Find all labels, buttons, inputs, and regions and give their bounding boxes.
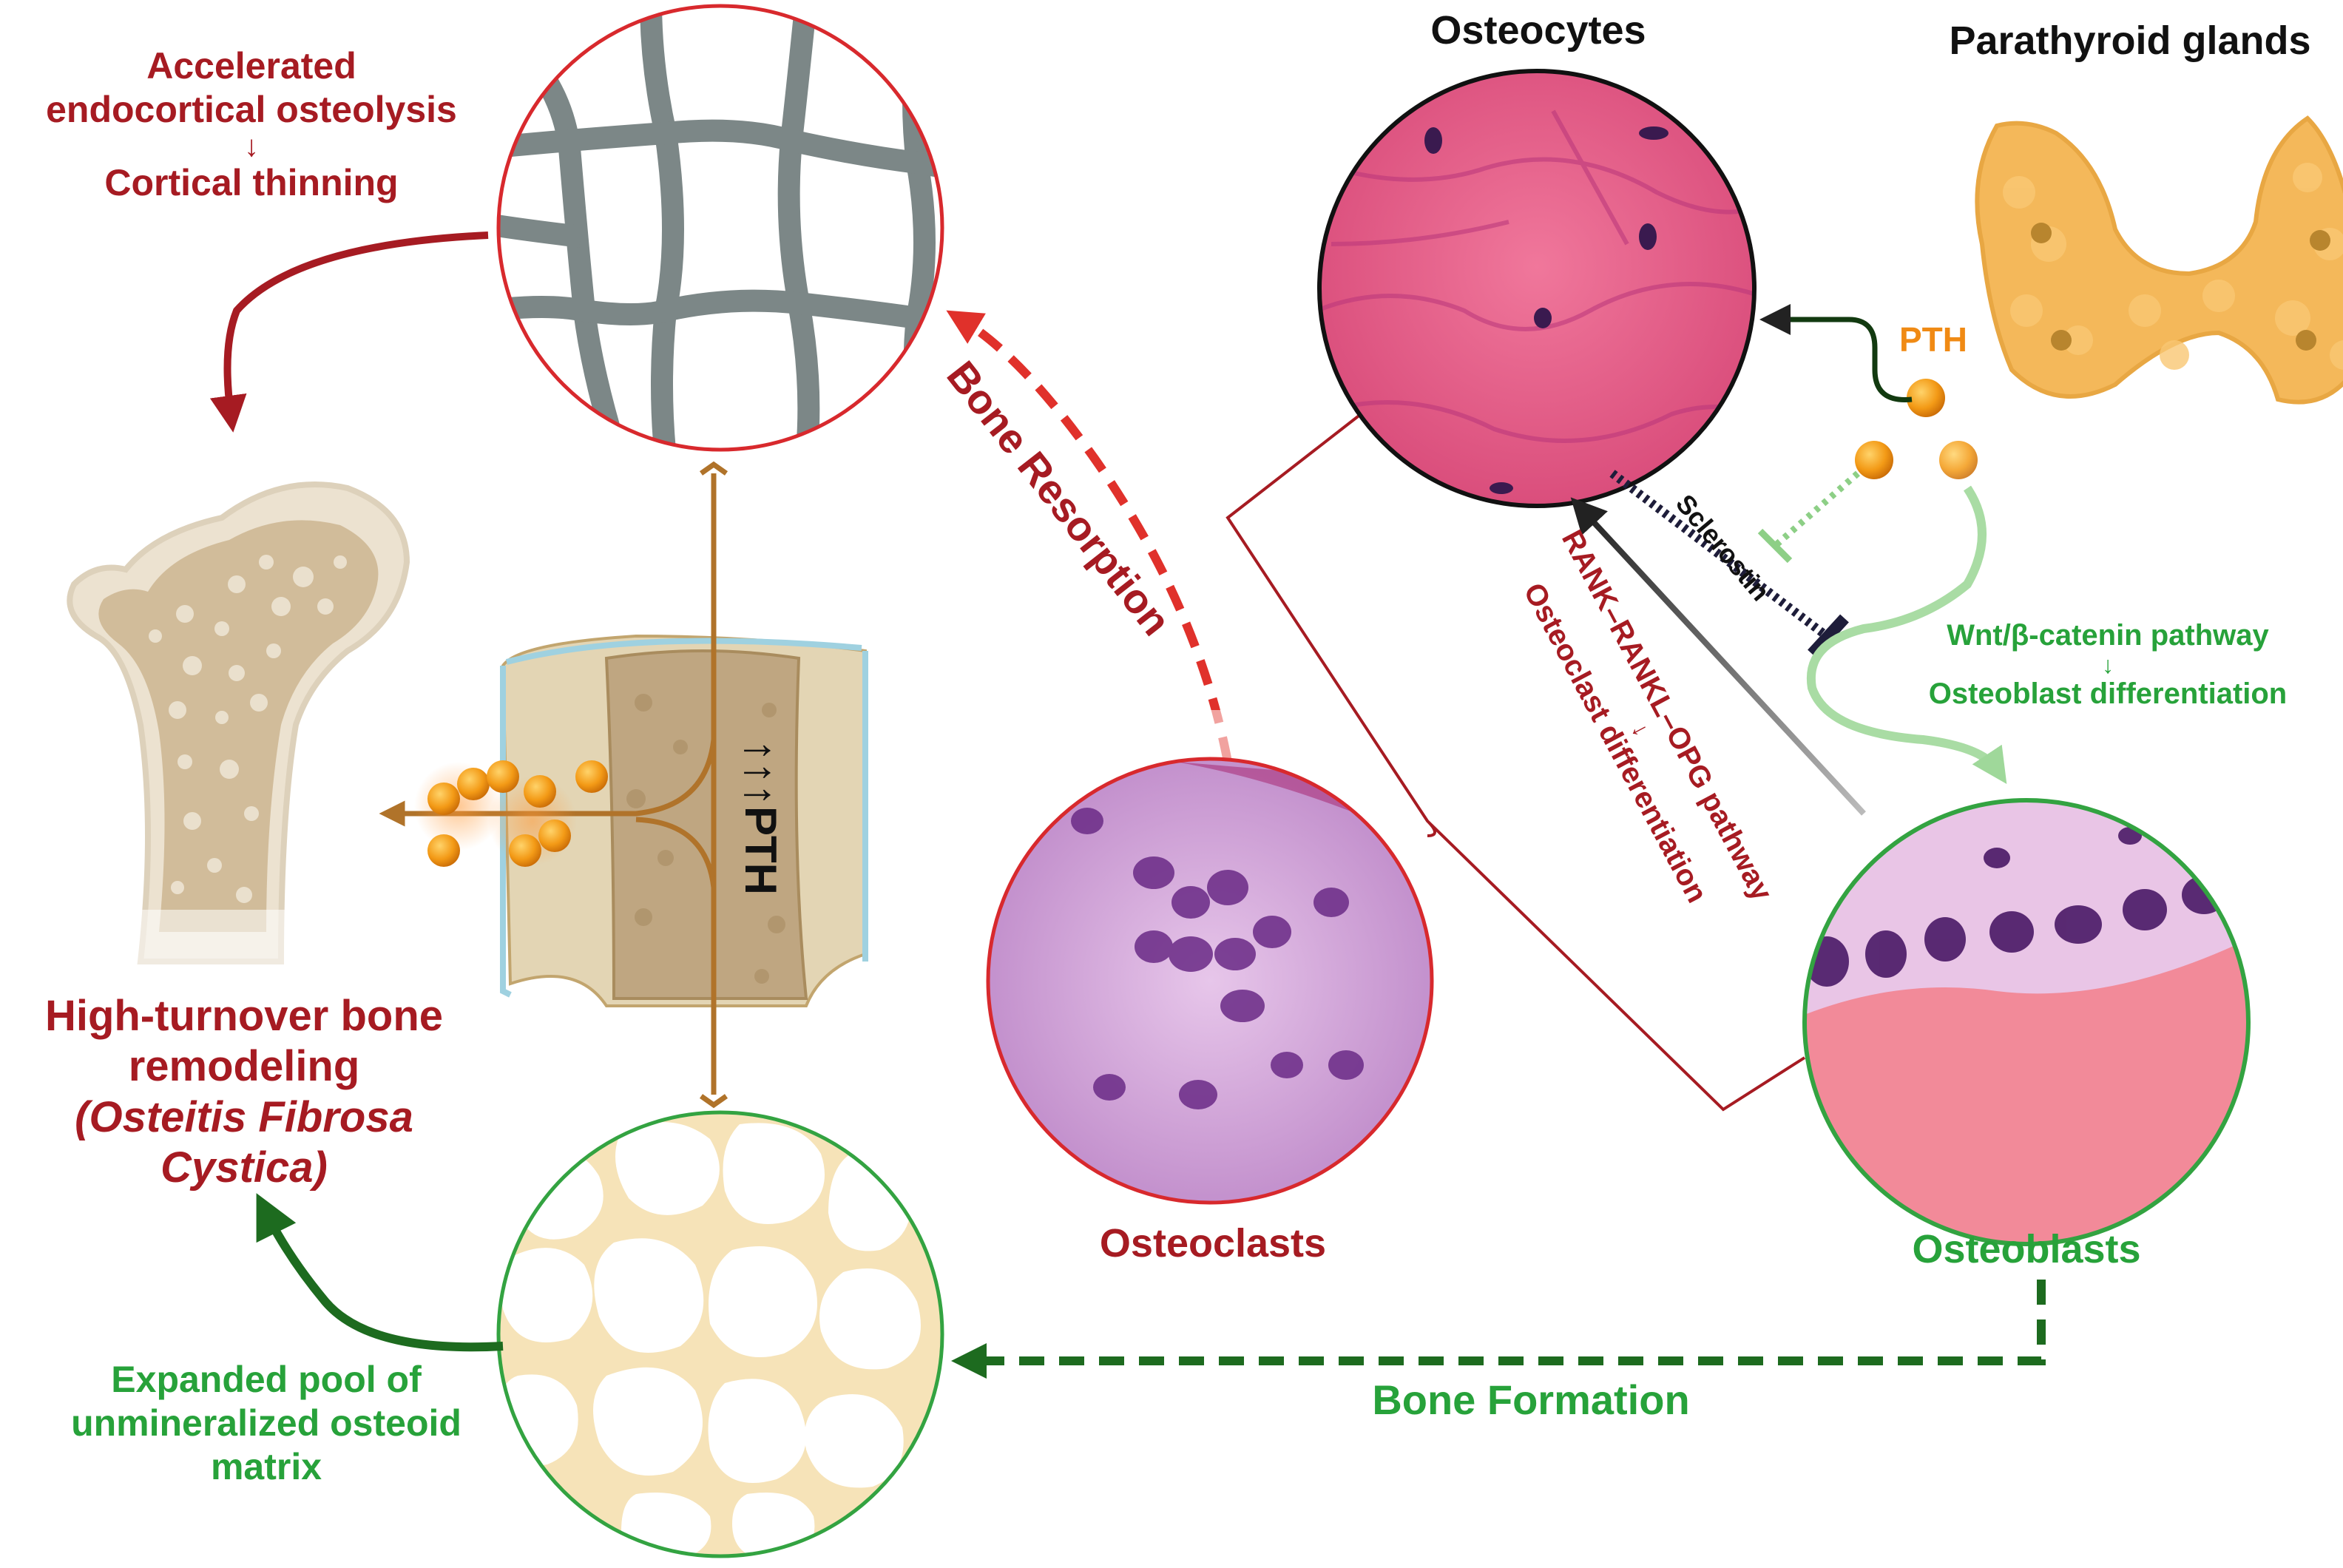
rank-bracket-line xyxy=(1225,413,1806,1112)
bone-resorption-arrow xyxy=(946,310,1232,763)
pth-molecules-free xyxy=(1855,379,1978,479)
osteoid-matrix-label: Expanded pool of unmineralized osteoid m… xyxy=(59,1358,473,1489)
pth-signal-lines xyxy=(379,461,728,1109)
bone-formation-arrow xyxy=(951,1280,2046,1379)
osteoblast-diff-text: Osteoblast differentiation xyxy=(1928,677,2288,711)
wnt-pathway-label: Wnt/β-catenin pathway ↓ Osteoblast diffe… xyxy=(1879,618,2337,712)
osteoclasts-histology-icon xyxy=(986,757,1434,1205)
osteoid-network-icon xyxy=(496,1110,944,1558)
femur-bone-icon xyxy=(67,481,410,964)
osteoblasts-histology-icon xyxy=(1802,798,2251,1246)
cortical-network-icon xyxy=(496,4,944,452)
pth-column-label: ↑↑↑PTH xyxy=(736,740,785,895)
bone-cross-section-icon xyxy=(500,634,868,1007)
cortical-thinning-text: Cortical thinning xyxy=(104,162,399,203)
ofc-text-2: Cystica) xyxy=(160,1143,328,1192)
osteoblasts-to-osteocytes-arrow xyxy=(1570,497,1866,816)
ofc-text-1: (Osteitis Fibrosa xyxy=(75,1092,413,1141)
pth-inhibits-sclerostin-line xyxy=(1757,470,1860,564)
bone-formation-label: Bone Formation xyxy=(1372,1376,1690,1423)
parathyroid-gland-icon xyxy=(1975,115,2343,405)
pth-molecules-cluster xyxy=(414,760,608,867)
sclerostin-inhibition-line xyxy=(1609,470,1849,658)
osteoid-to-femur-arrow xyxy=(256,1193,504,1352)
high-turnover-text-2: remodeling xyxy=(128,1042,360,1091)
expanded-text-2: unmineralized osteoid xyxy=(71,1402,462,1444)
wnt-pathway-text: Wnt/β-catenin pathway xyxy=(1947,619,2269,652)
endocortical-text: endocortical osteolysis xyxy=(46,89,457,130)
parathyroid-title: Parathyroid glands xyxy=(1949,18,2311,63)
wnt-down-arrow-icon: ↓ xyxy=(2102,652,2114,679)
pth-to-osteocytes-arrow xyxy=(1759,304,1913,402)
high-turnover-label: High-turnover bone remodeling (Osteitis … xyxy=(15,991,473,1194)
cortical-osteolysis-label: Accelerated endocortical osteolysis ↓ Co… xyxy=(15,44,488,205)
osteocytes-histology-icon xyxy=(1317,69,1757,508)
osteocytes-title: Osteocytes xyxy=(1430,8,1646,53)
accelerated-text: Accelerated xyxy=(146,45,356,87)
pth-to-osteoblasts-arrow xyxy=(1806,485,2007,784)
expanded-text-1: Expanded pool of xyxy=(111,1359,422,1400)
expanded-text-3: matrix xyxy=(210,1446,322,1487)
cortical-to-femur-arrow xyxy=(209,232,489,433)
high-turnover-text-1: High-turnover bone xyxy=(44,992,444,1040)
osteoblasts-title: Osteoblasts xyxy=(1912,1227,2141,1271)
femur-fade xyxy=(104,910,325,991)
osteoclasts-title: Osteoclasts xyxy=(1099,1221,1327,1265)
down-arrow-icon: ↓ xyxy=(244,130,259,163)
pth-label: PTH xyxy=(1899,320,1967,359)
